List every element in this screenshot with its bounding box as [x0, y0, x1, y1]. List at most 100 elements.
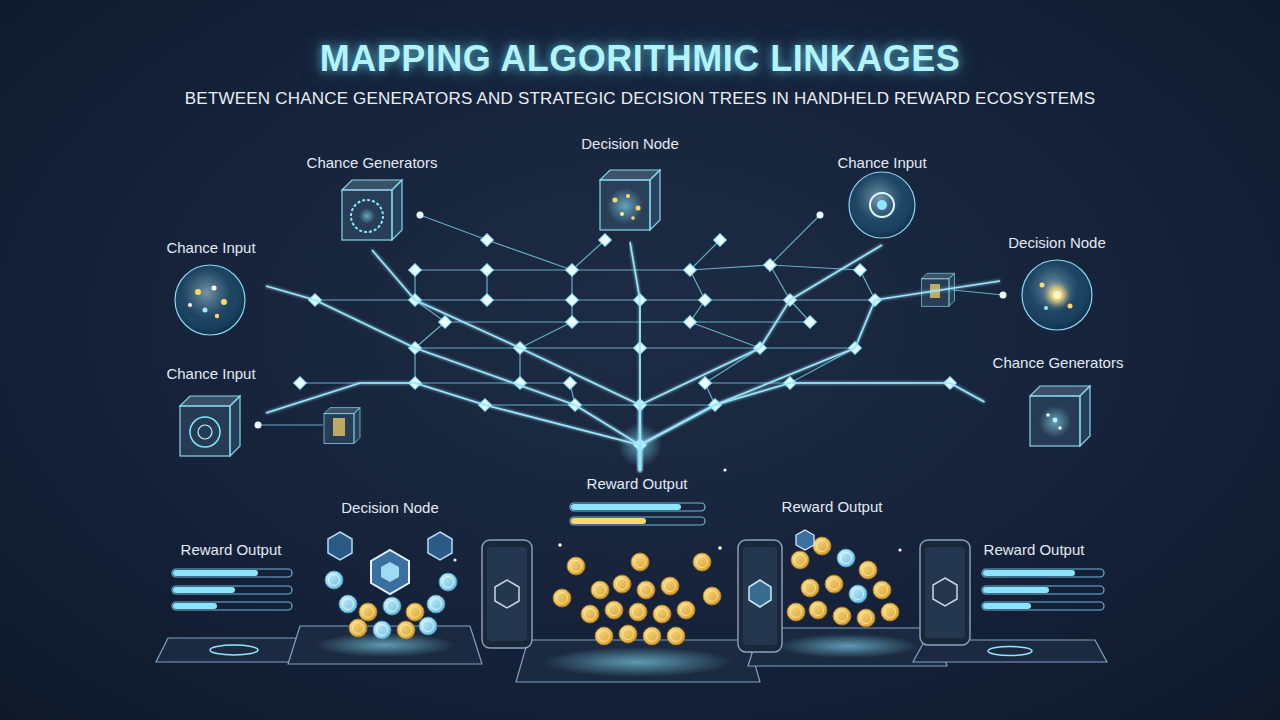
node-text-row: Reward Output	[767, 498, 897, 516]
art-use	[804, 316, 817, 329]
art-use	[359, 603, 377, 621]
art-use	[409, 264, 422, 277]
art-rect	[982, 569, 1104, 577]
node-box: Decision Node	[570, 131, 690, 242]
art-use	[567, 557, 585, 575]
art-rect	[983, 570, 1075, 576]
art-rect	[982, 602, 1104, 610]
connector-line	[266, 286, 640, 471]
node-text-row: Reward Output	[557, 475, 717, 493]
art-circle	[1040, 283, 1045, 288]
art-use	[325, 571, 343, 589]
art-circle	[870, 193, 894, 217]
art-use	[427, 595, 445, 613]
art-use	[837, 549, 855, 567]
art-use	[383, 597, 401, 615]
art-circle	[188, 303, 192, 307]
art-use	[653, 605, 671, 623]
art-circle	[613, 198, 618, 203]
art-use	[809, 601, 827, 619]
art-use	[699, 377, 712, 390]
art-use	[564, 377, 577, 390]
art-rect	[738, 540, 782, 652]
connector-line	[266, 383, 640, 471]
node-text-row: Decision Node	[1000, 234, 1114, 252]
art-ellipse	[988, 647, 1032, 656]
art-rect	[983, 587, 1049, 593]
art-circle	[1046, 413, 1050, 417]
connector-line	[372, 250, 640, 471]
art-use	[637, 581, 655, 599]
art-circle	[1068, 304, 1073, 309]
art-use	[605, 601, 623, 619]
art-circle	[359, 208, 375, 224]
art-rect	[983, 603, 1031, 609]
node-box: Chance Generators	[985, 350, 1132, 454]
node-label: Chance Generators	[993, 354, 1124, 371]
art-circle	[1044, 306, 1048, 310]
art-use	[854, 264, 867, 277]
diagram-title: MAPPING ALGORITHMIC LINKAGES	[0, 38, 1280, 80]
node-text-row: Chance Generators	[985, 354, 1132, 372]
art-rect	[570, 517, 705, 525]
art-use	[801, 579, 819, 597]
art-rect	[571, 518, 646, 524]
node-label: Chance Input	[837, 154, 926, 171]
connector-line	[640, 245, 882, 471]
node-text-row: Decision Node	[570, 135, 690, 153]
art-use	[599, 234, 612, 247]
art-circle	[453, 558, 456, 561]
art-use	[667, 627, 685, 645]
art-circle	[351, 200, 383, 232]
node-text-row: Chance Input	[156, 239, 266, 257]
art-circle	[215, 314, 219, 318]
art-use	[677, 601, 695, 619]
art-use	[566, 316, 579, 329]
art-circle	[1039, 406, 1071, 438]
art-use	[859, 561, 877, 579]
art-circle	[1000, 292, 1007, 299]
node-box: Decision Node	[325, 495, 455, 645]
art-circle	[620, 212, 624, 216]
connector-line	[640, 383, 985, 471]
art-use	[857, 609, 875, 627]
art-use	[619, 625, 637, 643]
art-use	[684, 316, 697, 329]
art-rect	[172, 569, 292, 577]
art-use	[661, 577, 679, 595]
art-use	[591, 581, 609, 599]
art-polygon	[495, 580, 519, 608]
art-circle	[607, 188, 643, 224]
art-g	[173, 504, 1075, 609]
subtitle-text: BETWEEN CHANCE GENERATORS AND STRATEGIC …	[20, 89, 1260, 109]
art-use	[813, 537, 831, 555]
art-use	[613, 575, 631, 593]
art-circle	[1058, 426, 1062, 430]
art-use	[1030, 386, 1090, 446]
connector-line	[630, 242, 640, 471]
node-box: Chance Input	[156, 361, 266, 465]
art-circle	[817, 212, 824, 219]
node-box: Reward Output	[964, 537, 1104, 622]
art-use	[373, 621, 391, 639]
art-rect	[172, 602, 292, 610]
node-box: Reward Output	[767, 494, 897, 644]
art-circle	[1053, 291, 1061, 299]
art-polygon	[428, 532, 452, 560]
connector-line	[640, 281, 1000, 471]
node-label: Reward Output	[181, 541, 282, 558]
art-rect	[982, 586, 1104, 594]
node-text-row: Chance Input	[827, 154, 937, 172]
art-circle	[1022, 260, 1092, 330]
art-use	[439, 573, 457, 591]
art-use	[406, 603, 424, 621]
art-rect	[173, 570, 258, 576]
art-use	[714, 234, 727, 247]
art-circle	[558, 543, 562, 547]
node-text-row: Reward Output	[161, 541, 301, 559]
art-use	[566, 294, 579, 307]
art-circle	[718, 546, 722, 550]
node-label: Decision Node	[341, 499, 439, 516]
art-ellipse	[778, 634, 918, 658]
